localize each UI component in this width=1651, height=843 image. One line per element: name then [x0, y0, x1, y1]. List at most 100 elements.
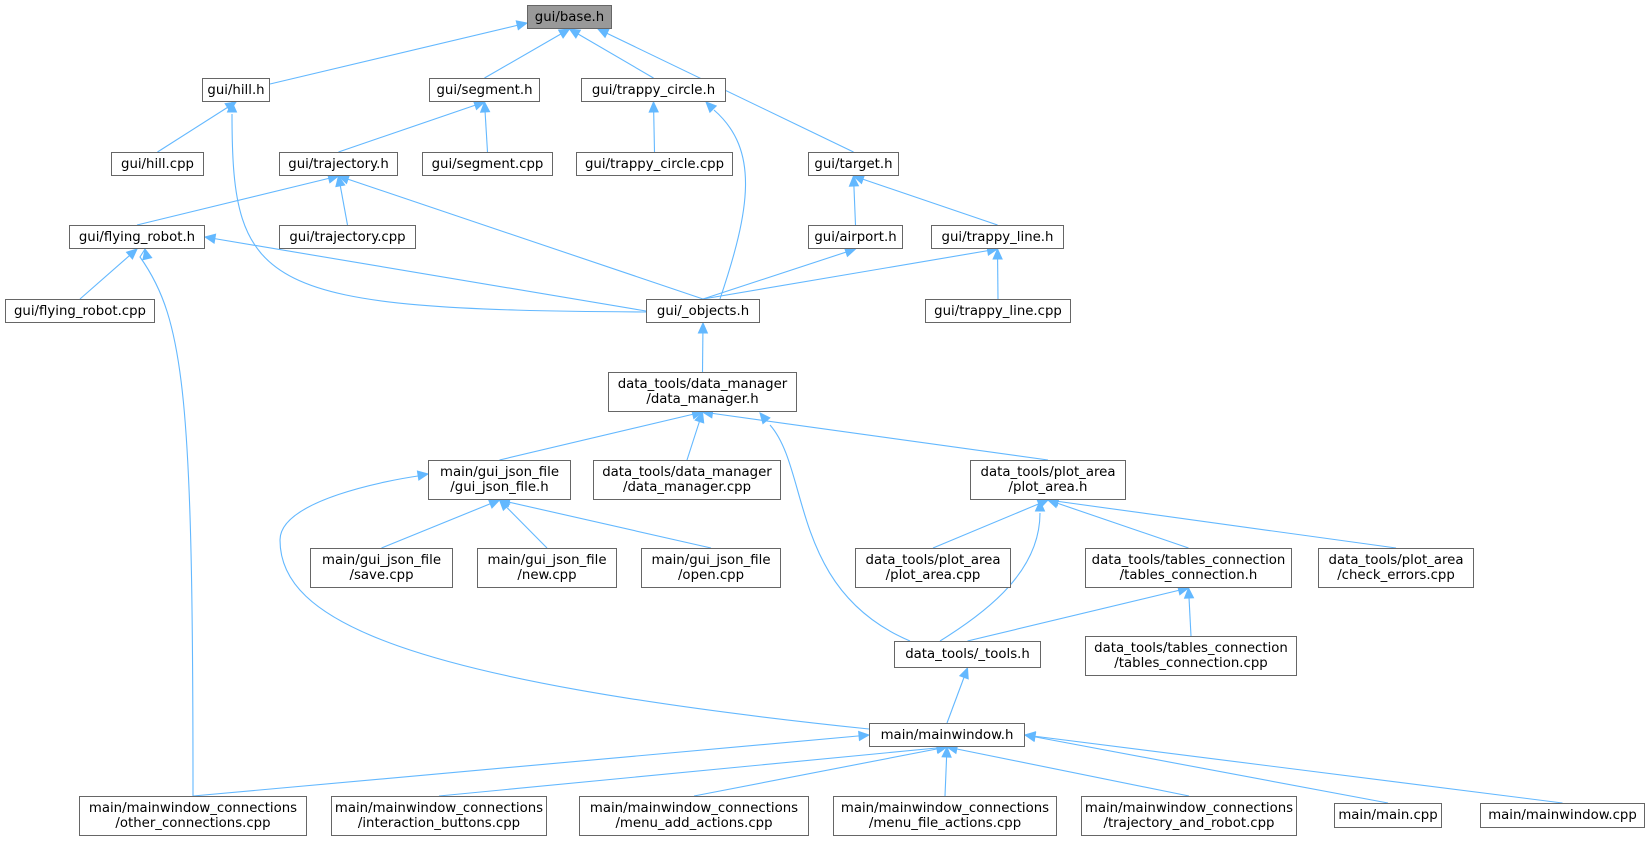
node-data-manager-cpp[interactable]: data_tools/data_manager/data_manager.cpp — [593, 460, 781, 500]
edge-check-errors-cpp-to-plot-area-h — [1047, 499, 1397, 549]
node-label-line: gui/trappy_line.h — [941, 229, 1054, 245]
edge-save-cpp-to-gui-json-file-h — [381, 499, 500, 549]
node-trappy-line-h[interactable]: gui/trappy_line.h — [931, 225, 1064, 249]
edge-interaction-buttons-cpp-to-mainwindow-h — [438, 746, 948, 797]
node-label-line: gui/base.h — [534, 9, 605, 25]
edge-arrowhead — [848, 174, 860, 187]
node-trajectory-cpp[interactable]: gui/trajectory.cpp — [279, 225, 416, 249]
node-main-cpp[interactable]: main/main.cpp — [1334, 803, 1442, 828]
node-label-line: gui/segment.cpp — [431, 156, 544, 172]
node-plot-area-cpp[interactable]: data_tools/plot_area/plot_area.cpp — [855, 548, 1011, 588]
node-flying-robot-h[interactable]: gui/flying_robot.h — [69, 225, 205, 249]
edge-tools-h-to-data-manager-h — [769, 424, 911, 642]
edge-arrowhead — [759, 412, 771, 425]
node-gui-json-file-h[interactable]: main/gui_json_file/gui_json_file.h — [428, 460, 571, 500]
node-other-connections-cpp[interactable]: main/mainwindow_connections/other_connec… — [79, 796, 307, 836]
node-label-line: /tables_connection.h — [1119, 568, 1258, 583]
edge-objects-h-to-hill-h — [231, 113, 647, 313]
node-label-line: gui/trajectory.h — [288, 156, 389, 172]
edge-arrowhead — [1023, 731, 1037, 742]
node-open-cpp[interactable]: main/gui_json_file/open.cpp — [641, 548, 781, 588]
node-label-line: /data_manager.cpp — [622, 480, 752, 495]
node-label-line: main/mainwindow.h — [880, 727, 1014, 743]
node-label-line: data_tools/_tools.h — [905, 647, 1030, 662]
node-label-line: /tables_connection.cpp — [1114, 656, 1268, 671]
node-trappy-circle-h[interactable]: gui/trappy_circle.h — [581, 78, 726, 102]
edge-arrowhead — [694, 410, 705, 424]
edge-arrowhead — [992, 247, 1003, 260]
node-mainwindow-h[interactable]: main/mainwindow.h — [869, 723, 1025, 747]
edge-new-cpp-to-gui-json-file-h — [499, 499, 548, 549]
node-label-line: /plot_area.cpp — [885, 568, 981, 583]
node-target-h[interactable]: gui/target.h — [808, 152, 899, 176]
node-flying-robot-cpp[interactable]: gui/flying_robot.cpp — [5, 299, 155, 323]
edge-arrowhead — [705, 101, 718, 114]
node-plot-area-h[interactable]: data_tools/plot_area/plot_area.h — [970, 460, 1126, 500]
node-label-line: gui/airport.h — [814, 229, 897, 245]
node-label-line: data_tools/plot_area — [1328, 553, 1464, 568]
node-label-line: data_tools/plot_area — [980, 465, 1116, 480]
node-menu-add-actions-cpp[interactable]: main/mainwindow_connections/menu_add_act… — [579, 796, 809, 836]
node-label-line: data_tools/plot_area — [865, 553, 1001, 568]
edge-arrowhead — [958, 666, 969, 680]
node-trappy-line-cpp[interactable]: gui/trappy_line.cpp — [925, 299, 1071, 323]
node-interaction-buttons-cpp[interactable]: main/mainwindow_connections/interaction_… — [331, 796, 547, 836]
edge-arrowhead — [335, 174, 346, 188]
node-label-line: /menu_add_actions.cpp — [615, 816, 773, 831]
edge-open-cpp-to-gui-json-file-h — [499, 499, 712, 549]
node-label-line: main/mainwindow_connections — [840, 801, 1050, 816]
node-new-cpp[interactable]: main/gui_json_file/new.cpp — [477, 548, 617, 588]
edge-objects-h-to-trappy-circle-h — [713, 109, 747, 300]
node-label-line: gui/flying_robot.cpp — [13, 303, 146, 319]
node-check-errors-cpp[interactable]: data_tools/plot_area/check_errors.cpp — [1318, 548, 1474, 588]
edge-arrowhead — [125, 248, 138, 260]
node-save-cpp[interactable]: main/gui_json_file/save.cpp — [310, 548, 453, 588]
node-label-line: /data_manager.h — [646, 392, 759, 407]
edge-trajectory-and-robot-cpp-to-mainwindow-h — [946, 746, 1190, 797]
edge-other-connections-cpp-to-mainwindow-h — [192, 734, 870, 797]
node-label-line: gui/trajectory.cpp — [289, 229, 406, 245]
edge-tools-h-to-tables-connection-h — [967, 587, 1189, 642]
node-tables-connection-cpp[interactable]: data_tools/tables_connection/tables_conn… — [1085, 636, 1297, 676]
node-airport-h[interactable]: gui/airport.h — [808, 225, 903, 249]
node-tables-connection-h[interactable]: data_tools/tables_connection/tables_conn… — [1085, 548, 1292, 588]
edge-main-cpp-to-mainwindow-h — [1024, 734, 1389, 804]
edge-arrowhead — [941, 745, 952, 758]
node-trajectory-h[interactable]: gui/trajectory.h — [279, 152, 398, 176]
node-mainwindow-cpp[interactable]: main/mainwindow.cpp — [1480, 803, 1645, 828]
edge-objects-h-to-airport-h — [702, 248, 856, 300]
node-trappy-circle-cpp[interactable]: gui/trappy_circle.cpp — [576, 152, 733, 176]
node-label-line: gui/trappy_circle.h — [591, 82, 716, 98]
node-objects-h[interactable]: gui/_objects.h — [646, 299, 760, 323]
edge-menu-add-actions-cpp-to-mainwindow-h — [693, 746, 948, 797]
node-segment-h[interactable]: gui/segment.h — [429, 78, 540, 102]
node-data-manager-h[interactable]: data_tools/data_manager/data_manager.h — [608, 372, 797, 412]
node-label-line: gui/_objects.h — [656, 303, 750, 319]
node-label-line: gui/trappy_line.cpp — [934, 303, 1062, 319]
edge-trajectory-h-to-segment-h — [338, 101, 485, 153]
node-segment-cpp[interactable]: gui/segment.cpp — [422, 152, 553, 176]
edge-arrowhead — [1183, 586, 1195, 599]
node-label-line: /interaction_buttons.cpp — [357, 816, 521, 831]
node-menu-file-actions-cpp[interactable]: main/mainwindow_connections/menu_file_ac… — [833, 796, 1057, 836]
node-label-line: /check_errors.cpp — [1337, 568, 1455, 583]
node-label-line: main/mainwindow_connections — [1084, 801, 1294, 816]
node-trajectory-and-robot-cpp[interactable]: main/mainwindow_connections/trajectory_a… — [1081, 796, 1297, 836]
node-label-line: /menu_file_actions.cpp — [868, 816, 1022, 831]
node-label-line: main/gui_json_file — [322, 553, 441, 568]
edge-arrowhead — [858, 730, 871, 742]
node-label-line: data_tools/data_manager — [617, 377, 788, 392]
node-base-h[interactable]: gui/base.h — [527, 5, 612, 29]
node-label-line: /gui_json_file.h — [450, 480, 549, 495]
edge-arrowhead — [697, 321, 709, 334]
edge-flying-robot-h-to-trajectory-h — [136, 175, 339, 226]
edge-arrowhead — [142, 247, 153, 261]
edge-arrowhead — [596, 28, 610, 39]
node-tools-h[interactable]: data_tools/_tools.h — [894, 641, 1041, 668]
edge-arrowhead — [568, 28, 582, 39]
node-label-line: /open.cpp — [677, 568, 745, 583]
edge-trappy-line-h-to-target-h — [853, 175, 998, 226]
node-hill-h[interactable]: gui/hill.h — [202, 78, 270, 102]
node-hill-cpp[interactable]: gui/hill.cpp — [111, 152, 204, 176]
